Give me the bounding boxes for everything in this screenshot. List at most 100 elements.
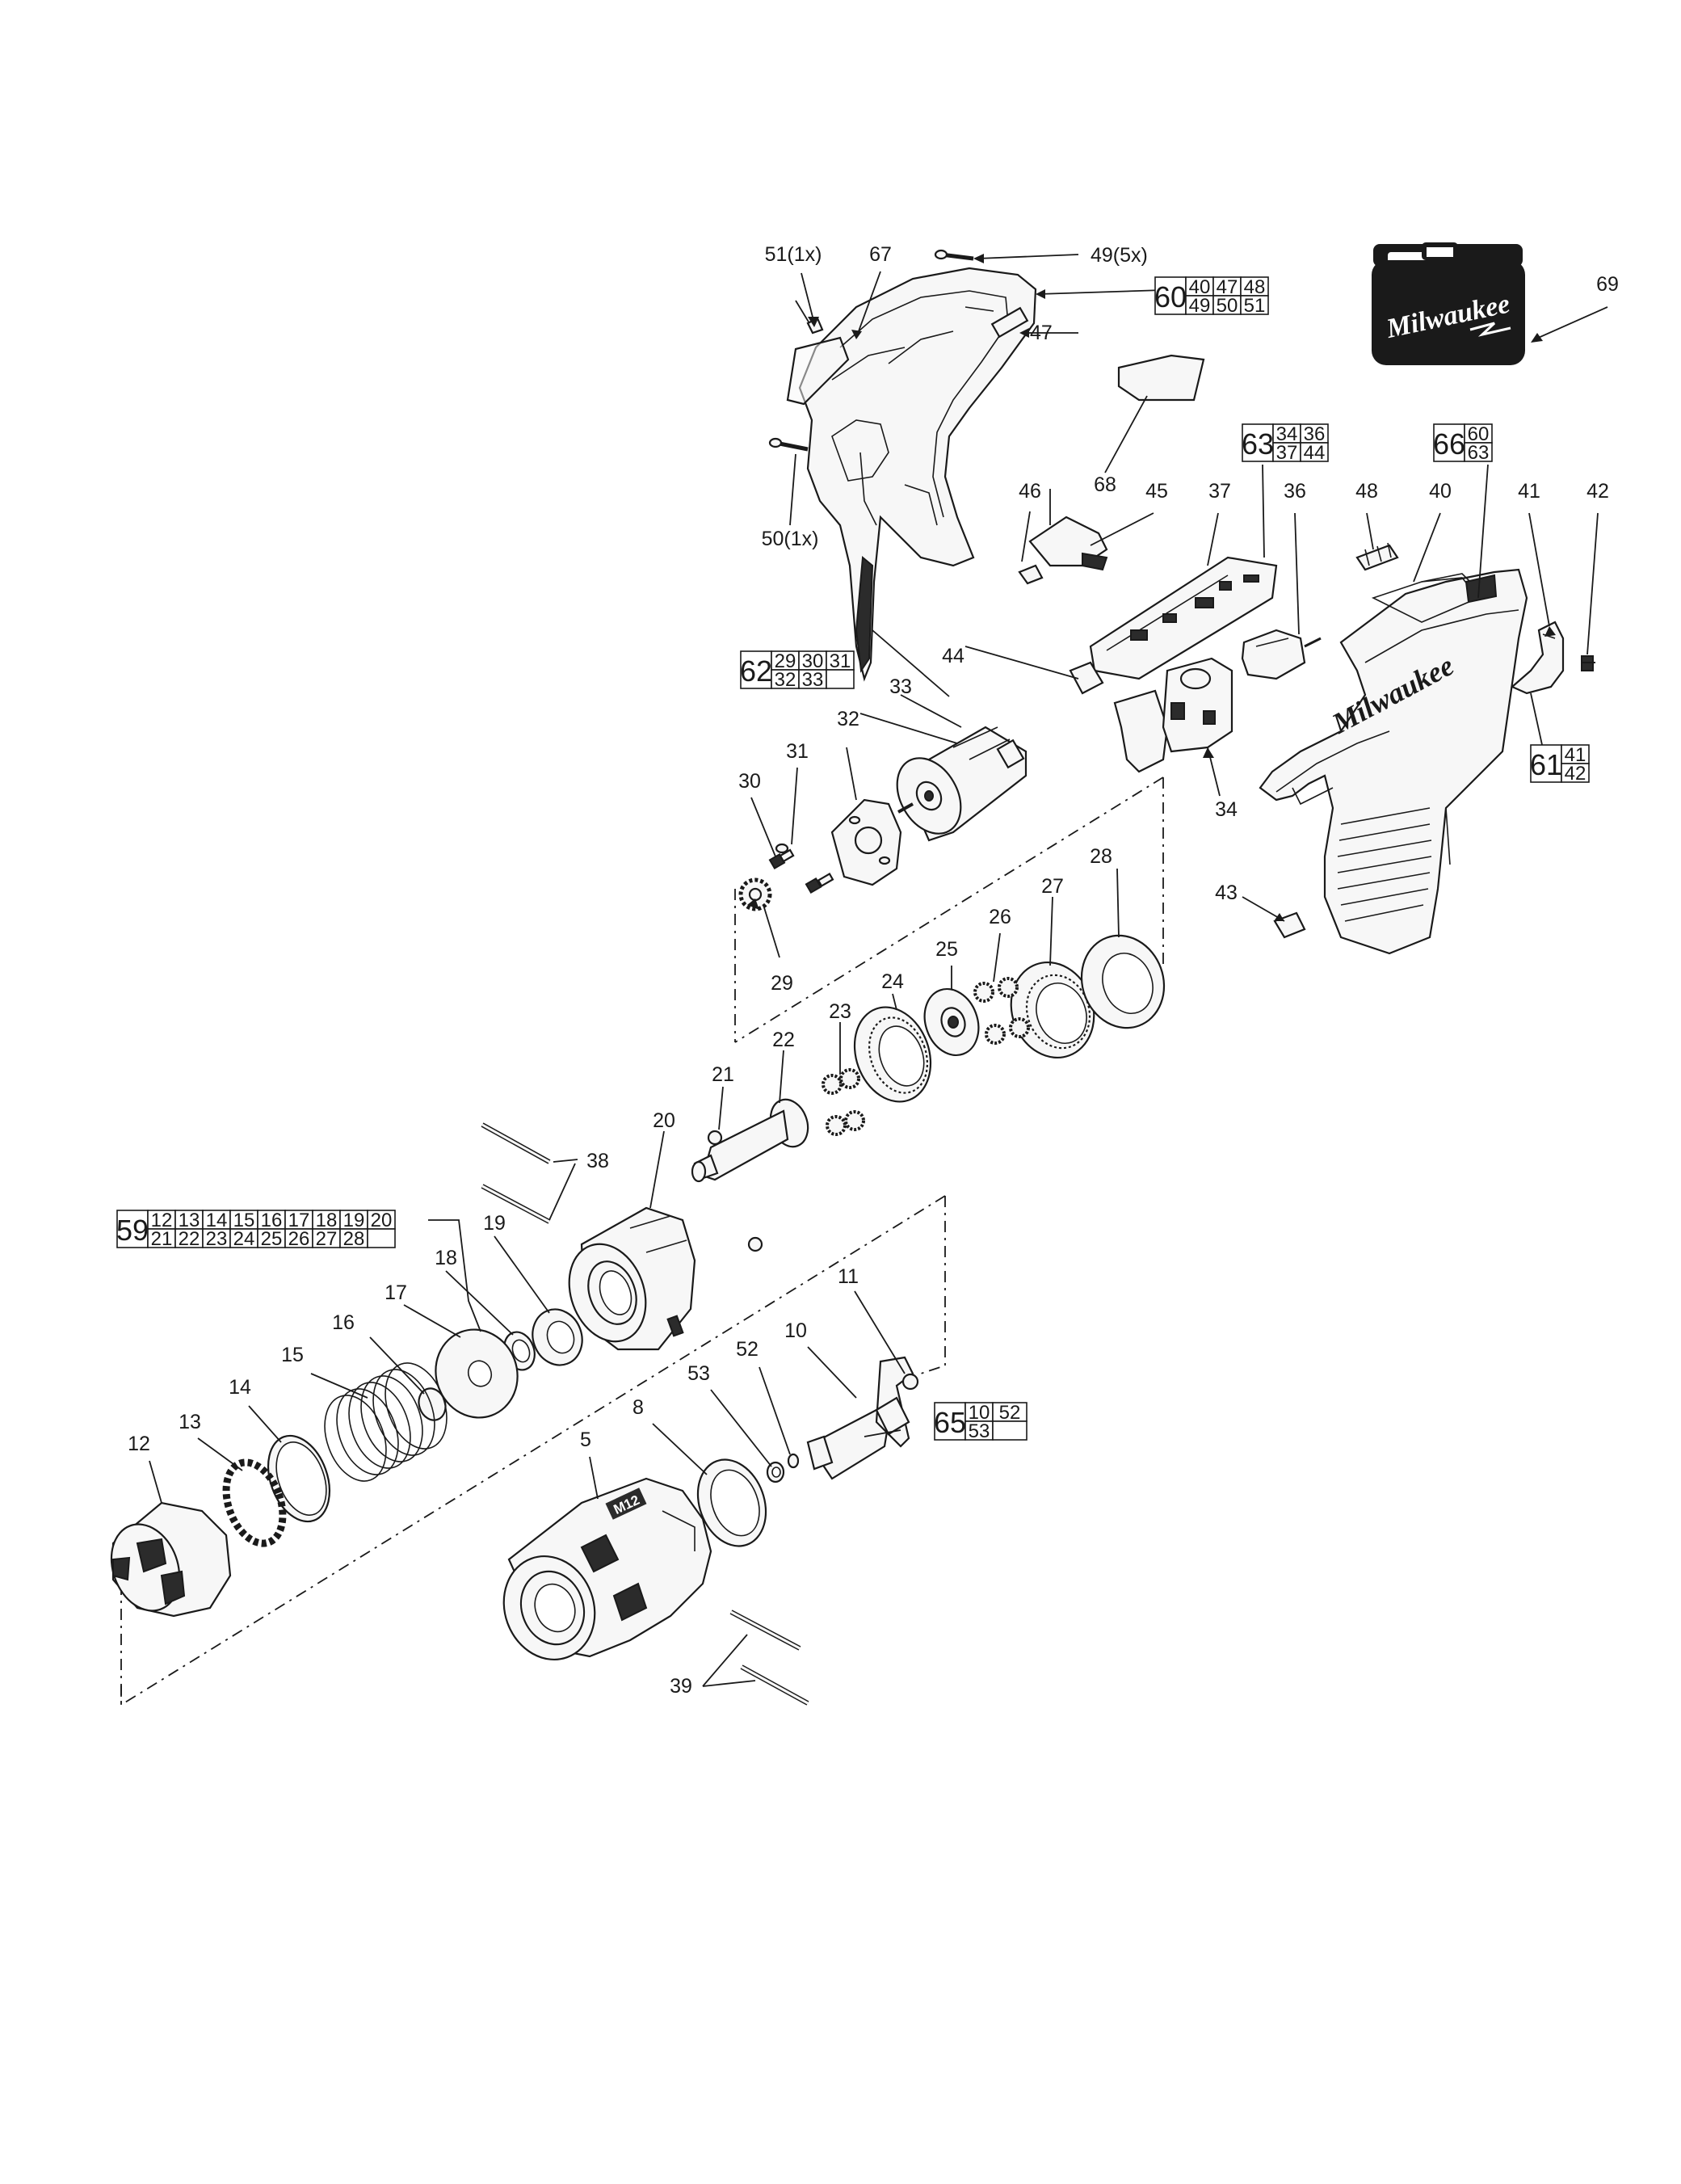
kit-box-66: 66 60 63 [1433, 423, 1493, 464]
kit-box-60: 60 40 47 48 49 50 51 [1154, 276, 1269, 317]
kit-61-cell: 42 [1565, 763, 1586, 785]
kit-59-cell: 15 [233, 1210, 255, 1231]
kit-61-cell: 41 [1565, 744, 1586, 766]
kit-59-grid-cell [367, 1228, 396, 1248]
hammer-20-part [568, 1206, 696, 1351]
kit-63-cell: 36 [1304, 423, 1326, 445]
callout-21: 21 [712, 1063, 734, 1086]
callout-10: 10 [784, 1319, 807, 1342]
label-plate-part [786, 336, 850, 406]
callout-34: 34 [1215, 798, 1238, 821]
ring-gear-24-part [853, 1006, 932, 1103]
switch-parts [1018, 515, 1108, 585]
kit-59-cell: 27 [316, 1228, 338, 1250]
kit-59-cell: 20 [371, 1210, 393, 1231]
callout-38: 38 [586, 1150, 609, 1172]
callout-42: 42 [1586, 480, 1609, 503]
motor-part [896, 726, 1028, 842]
gasket-8-part [696, 1458, 767, 1547]
callout-25: 25 [935, 938, 958, 961]
kit-66-cell: 63 [1468, 442, 1490, 464]
kit-65-cell: 53 [969, 1420, 990, 1442]
callout-24: 24 [881, 970, 904, 993]
kit-box-65: 65 10 52 53 [934, 1402, 1028, 1442]
o-ring-52-part [787, 1453, 800, 1469]
callout-30: 30 [738, 770, 761, 793]
callout-28: 28 [1090, 845, 1112, 868]
leader-lines [149, 254, 1608, 1687]
motor-hardware-parts [738, 843, 834, 911]
callout-33: 33 [889, 675, 912, 698]
callout-49: 49(5x) [1091, 244, 1148, 267]
kit-62-cell: 30 [802, 650, 824, 672]
lightning-bolt-icon [1469, 322, 1511, 337]
callout-26: 26 [989, 906, 1011, 928]
kit-59-cell: 28 [343, 1228, 365, 1250]
belt-clip-part [1510, 621, 1565, 695]
kit-63-cell: 44 [1304, 442, 1326, 464]
callout-14: 14 [229, 1376, 251, 1399]
kit-60-cell: 40 [1189, 276, 1211, 298]
planet-gears-23-part [822, 1068, 865, 1136]
arrowheads [747, 254, 1556, 921]
kit-box-61: 61 41 42 [1530, 744, 1590, 785]
callout-29: 29 [771, 972, 793, 995]
callout-48: 48 [1355, 480, 1378, 503]
callout-19: 19 [483, 1212, 506, 1235]
callout-41: 41 [1518, 480, 1540, 503]
kit-61-number: 61 [1530, 748, 1562, 781]
callout-52: 52 [736, 1338, 759, 1361]
spindle-22-part [691, 1098, 809, 1183]
callout-20: 20 [653, 1109, 675, 1132]
washer-17-part [435, 1328, 519, 1419]
spring-15-part [324, 1362, 448, 1482]
kit-60-number: 60 [1154, 280, 1187, 314]
kit-box-59: 59 12 13 14 15 16 17 18 19 20 21 22 23 2… [116, 1210, 396, 1250]
callout-8: 8 [632, 1396, 644, 1419]
kit-59-cell: 25 [261, 1228, 283, 1250]
label-sticker-part [1117, 354, 1205, 402]
nose-housing-5-part: M12 [502, 1477, 712, 1661]
callout-15: 15 [281, 1344, 304, 1366]
trigger-switch-part [1113, 657, 1233, 773]
assembly-dash-lines [120, 776, 1164, 1706]
ball-ring-13-part [222, 1458, 287, 1547]
kit-65-cell: 52 [999, 1402, 1021, 1424]
pins-39-part [729, 1610, 809, 1706]
planet-gears-26-part [973, 977, 1030, 1045]
kit-box-63: 63 34 36 37 44 [1242, 423, 1329, 464]
callout-67: 67 [869, 243, 892, 266]
circuit-board-part [1069, 556, 1278, 695]
callout-68: 68 [1094, 473, 1116, 496]
kit-62-cell: 29 [775, 650, 796, 672]
callout-40: 40 [1429, 480, 1452, 503]
kit-62-cell: 33 [802, 669, 824, 691]
kit-60-cell: 48 [1244, 276, 1266, 298]
kit-63-cell: 34 [1276, 423, 1298, 445]
callout-27: 27 [1041, 875, 1064, 898]
callout-32: 32 [837, 708, 859, 730]
callout-39: 39 [670, 1675, 692, 1698]
callout-16: 16 [332, 1311, 355, 1334]
callout-11: 11 [838, 1265, 859, 1288]
clip-screw-part [1581, 655, 1595, 671]
callout-31: 31 [786, 740, 809, 763]
kit-66-cell: 60 [1468, 423, 1490, 445]
callout-43: 43 [1215, 882, 1238, 904]
kit-59-cell: 12 [151, 1210, 173, 1231]
kit-59-number: 59 [116, 1214, 149, 1247]
callout-36: 36 [1284, 480, 1306, 503]
kit-59-cell: 23 [206, 1228, 228, 1250]
washer-28-part [1080, 934, 1166, 1029]
kit-59-cell: 16 [261, 1210, 283, 1231]
kit-59-cell: 24 [233, 1228, 255, 1250]
callout-23: 23 [829, 1000, 851, 1023]
callout-18: 18 [435, 1247, 457, 1269]
ring-gear-27-part [1010, 961, 1095, 1059]
callout-50: 50(1x) [762, 528, 819, 550]
callout-13: 13 [179, 1411, 201, 1433]
ring-14-part [267, 1434, 330, 1523]
kit-box-62: 62 29 30 31 32 33 [740, 650, 855, 691]
callout-17: 17 [385, 1281, 407, 1304]
